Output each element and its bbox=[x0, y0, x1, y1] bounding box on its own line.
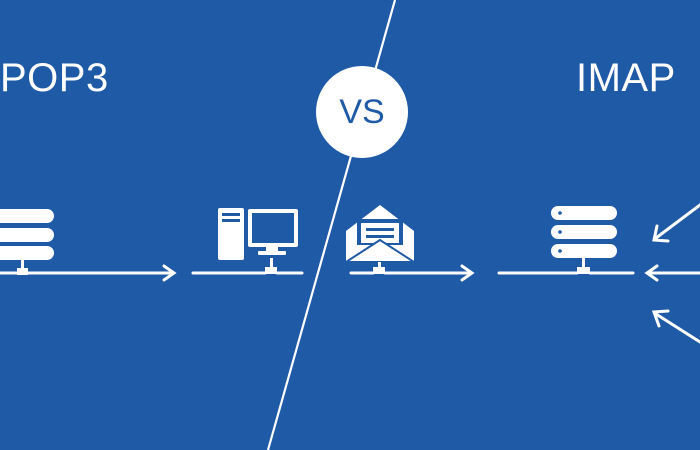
pop3-title: POP3 bbox=[0, 56, 109, 100]
computer-details bbox=[222, 213, 294, 243]
imap-title: IMAP bbox=[576, 56, 676, 100]
envelope-arrow bbox=[349, 264, 475, 282]
right-server-icon bbox=[551, 206, 617, 274]
vs-badge: VS bbox=[316, 66, 408, 158]
incoming-arrow-top bbox=[652, 203, 700, 243]
envelope-icon bbox=[342, 205, 418, 274]
vs-label: VS bbox=[339, 93, 385, 131]
incoming-arrow-bottom bbox=[651, 309, 700, 344]
left-connection-arrow bbox=[0, 264, 177, 282]
incoming-arrow-middle bbox=[644, 264, 700, 282]
left-server-icon bbox=[0, 209, 54, 275]
right-server-leds bbox=[558, 211, 562, 253]
